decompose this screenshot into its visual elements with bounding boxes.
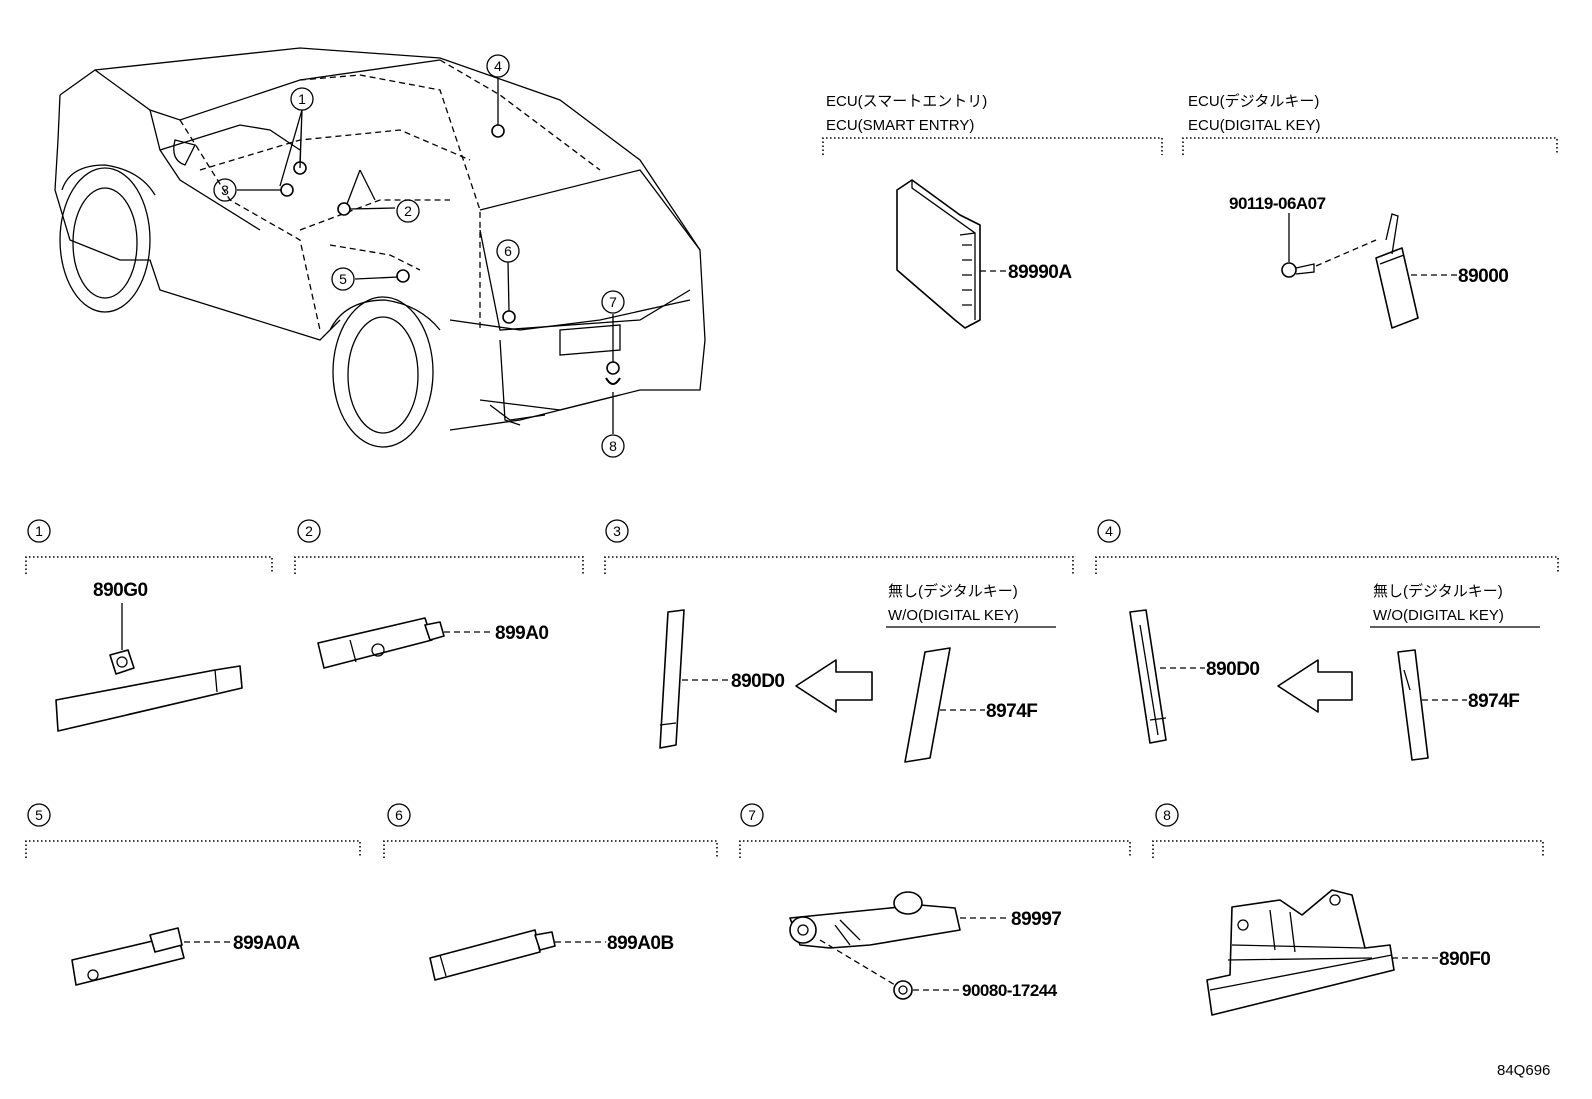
antenna-899a0b (429, 929, 556, 981)
section-6-number: 6 (395, 807, 403, 823)
section-4-number: 4 (1105, 523, 1113, 539)
bracket-89997 (789, 891, 961, 949)
section-6: 6 899A0B (383, 803, 718, 981)
ecu-smart-entry-jp: ECU(スマートエントリ) (826, 93, 987, 110)
section-3-alt-en: W/O(DIGITAL KEY) (888, 607, 1019, 624)
antenna-890d0-b (1129, 609, 1167, 744)
callout-4: 4 (494, 58, 502, 74)
section-8-number: 8 (1163, 807, 1171, 823)
section-7-nut-part: 90080-17244 (962, 981, 1058, 1000)
ecu-digital-key-part: 89000 (1458, 266, 1508, 287)
ecu-smart-entry-part: 89990A (1008, 262, 1072, 283)
ecu-digital-key-bolt-part: 90119-06A07 (1229, 194, 1326, 213)
section-5: 5 899A0A (25, 803, 361, 986)
ecu-smart-entry-en: ECU(SMART ENTRY) (826, 117, 974, 134)
drawing-code: 84Q696 (1497, 1062, 1550, 1079)
section-8-part: 890F0 (1439, 949, 1490, 970)
section-8: 8 890F0 (1152, 803, 1544, 1016)
replacement-arrow-icon (1277, 659, 1353, 713)
section-3-number: 3 (613, 523, 621, 539)
nut-icon (893, 980, 913, 1000)
ecu-digital-key-module (1375, 213, 1419, 329)
section-7-part: 89997 (1011, 909, 1061, 930)
section-3-part: 890D0 (731, 671, 785, 692)
antenna-8974f-a (904, 647, 951, 763)
antenna-899a0a (71, 927, 185, 986)
section-5-part: 899A0A (233, 933, 300, 954)
vehicle-callouts: 1 2 3 4 5 6 7 8 (213, 54, 625, 458)
section-6-part: 899A0B (607, 933, 674, 954)
section-5-number: 5 (35, 807, 43, 823)
section-3-alt-jp: 無し(デジタルキー) (888, 582, 1018, 600)
ecu-smart-entry-module (896, 179, 981, 329)
antenna-890g0 (55, 649, 243, 732)
antenna-890f0 (1206, 889, 1395, 1016)
ecu-digital-key-en: ECU(DIGITAL KEY) (1188, 117, 1321, 134)
section-4-alt-part: 8974F (1468, 691, 1519, 712)
callout-1: 1 (298, 91, 306, 107)
callout-6: 6 (504, 243, 512, 259)
replacement-arrow-icon (795, 659, 873, 713)
location-markers (237, 78, 621, 434)
section-4-alt-en: W/O(DIGITAL KEY) (1373, 607, 1504, 624)
section-1-number: 1 (35, 523, 43, 539)
section-4-part: 890D0 (1206, 659, 1260, 680)
section-3-alt-part: 8974F (986, 701, 1037, 722)
antenna-890d0-a (659, 609, 685, 749)
section-1: 1 890G0 (25, 519, 273, 732)
section-2-part: 899A0 (495, 623, 549, 644)
ecu-digital-key-jp: ECU(デジタルキー) (1188, 92, 1319, 110)
section-7: 7 89997 90080-17244 (739, 803, 1131, 1000)
section-4: 4 890D0 無し(デジタルキー) W/O(DIGITAL KEY) 8974… (1095, 519, 1559, 761)
section-2: 2 899A0 (294, 519, 584, 669)
ecu-smart-entry-section: ECU(スマートエントリ) ECU(SMART ENTRY) 89990A (822, 93, 1163, 329)
section-3: 3 890D0 無し(デジタルキー) W/O(DIGITAL KEY) 8974… (604, 519, 1074, 763)
callout-3: 3 (221, 182, 229, 198)
antenna-8974f-b (1397, 649, 1429, 761)
section-2-number: 2 (305, 523, 313, 539)
vehicle-illustration (54, 47, 706, 448)
ecu-digital-key-section: ECU(デジタルキー) ECU(DIGITAL KEY) 90119-06A07… (1182, 92, 1558, 329)
callout-2: 2 (404, 203, 412, 219)
section-7-number: 7 (748, 807, 756, 823)
antenna-899a0 (317, 617, 445, 669)
section-1-part: 890G0 (93, 580, 148, 601)
callout-5: 5 (339, 271, 347, 287)
callout-8: 8 (609, 438, 617, 454)
bolt-icon (1281, 262, 1315, 278)
section-4-alt-jp: 無し(デジタルキー) (1373, 582, 1503, 600)
callout-7: 7 (609, 294, 617, 310)
